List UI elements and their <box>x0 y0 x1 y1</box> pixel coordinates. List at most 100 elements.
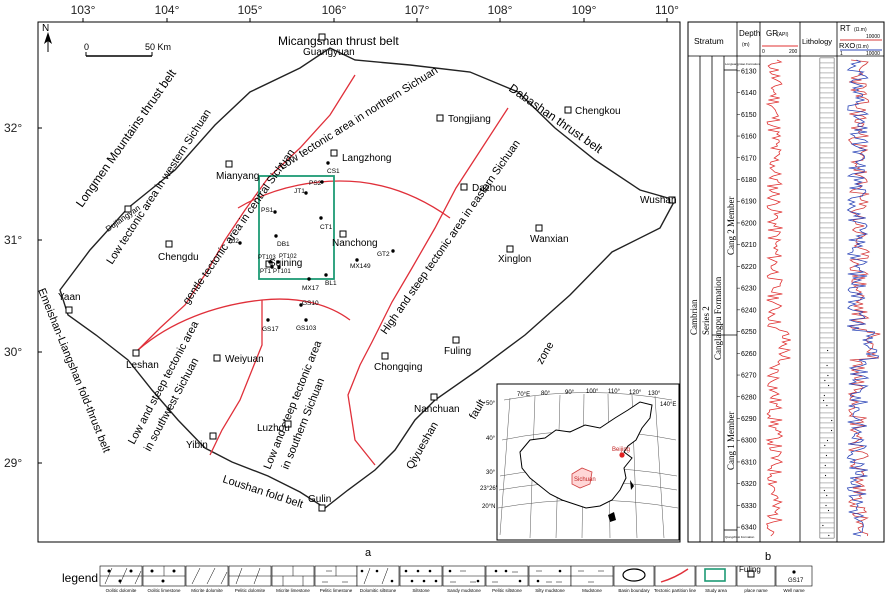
depth-label: 6210 <box>741 242 757 249</box>
depth-label: 6260 <box>741 351 757 358</box>
well-gs103: GS103 <box>296 318 317 332</box>
svg-text:JT1: JT1 <box>294 188 305 195</box>
lon-tick: 110° <box>655 3 679 17</box>
rt-curve <box>847 59 881 537</box>
well-jt1: JT1 <box>294 188 308 195</box>
inset-map-china: 70°E 80° 90° 100° 110° 120° 130° 140°E 5… <box>480 383 680 541</box>
stratum-bottom-unit: Qiongzhusi Formation <box>725 535 755 539</box>
place-leshan: Leshan <box>126 349 159 371</box>
legend-item: Silty mudstone <box>535 588 565 593</box>
legend-well-sample: GS17 <box>788 578 804 584</box>
legend-item: Oolitic limestone <box>147 588 181 593</box>
place-xinglon: Xinglon <box>498 245 531 265</box>
lon-tick: 106° <box>322 3 347 17</box>
well-gs17: GS17 <box>262 318 279 333</box>
well-ps1: PS1 <box>261 207 277 214</box>
place-guangyuan: Guangyuan <box>303 33 355 58</box>
svg-text:PS1: PS1 <box>261 207 274 214</box>
latitude-tick-labels: 32° 31° 30° 29° <box>4 121 22 470</box>
svg-text:Luzhou: Luzhou <box>257 423 290 434</box>
svg-text:Tongjiang: Tongjiang <box>448 114 491 125</box>
svg-text:PT103: PT103 <box>258 255 276 261</box>
svg-text:Gulin: Gulin <box>308 494 331 505</box>
legend-item: place name <box>744 588 768 593</box>
well-mx17: MX17 <box>302 277 319 292</box>
stratum-series: Series 2 <box>701 306 711 335</box>
header-rt-unit: (Ω.m) <box>854 27 867 33</box>
place-tongjiang: Tongjiang <box>436 114 491 125</box>
stratum-formation: Canglangpu Formation <box>713 276 723 360</box>
depth-label: 6190 <box>741 199 757 206</box>
svg-text:Chongqing: Chongqing <box>374 362 422 373</box>
depth-label: 6160 <box>741 134 757 141</box>
svg-text:GS103: GS103 <box>296 325 317 332</box>
legend-title: legend <box>62 571 98 585</box>
svg-text:90°: 90° <box>565 390 575 396</box>
place-yaan: Yaan <box>58 292 81 314</box>
header-rxo: RXO <box>839 41 855 50</box>
well-pt1: PT1 <box>260 265 274 275</box>
depth-label: 6310 <box>741 459 757 466</box>
column-panel: Stratum Depth (m) GR (API) 0 200 Litholo… <box>687 21 885 563</box>
svg-text:Nanchong: Nanchong <box>332 238 378 249</box>
svg-text:CT1: CT1 <box>320 224 333 231</box>
lon-tick: 105° <box>238 3 263 17</box>
header-stratum: Stratum <box>694 36 724 46</box>
legend-item: Pelitic limestone <box>320 588 353 593</box>
svg-text:Guangyuan: Guangyuan <box>303 47 355 58</box>
legend-item: Mudstone <box>582 588 602 593</box>
svg-text:GT2: GT2 <box>377 251 390 258</box>
header-rt: RT <box>840 24 851 33</box>
svg-text:140°E: 140°E <box>660 402 676 408</box>
svg-text:80°: 80° <box>541 391 551 397</box>
lat-tick: 30° <box>4 345 22 359</box>
place-nanchuan: Nanchuan <box>414 393 460 415</box>
rxo-scale-min: 1 <box>840 51 843 57</box>
depth-label: 6270 <box>741 373 757 380</box>
svg-text:Fuling: Fuling <box>444 346 471 357</box>
header-gr: GR <box>766 29 778 38</box>
gr-scale-max: 200 <box>789 49 798 55</box>
well-gt2: GT2 <box>377 249 395 258</box>
lat-tick: 29° <box>4 456 22 470</box>
place-wushan: Wushan <box>640 195 677 206</box>
svg-text:Dazhou: Dazhou <box>472 183 506 194</box>
legend-item: Study area <box>705 588 727 593</box>
place-nanchong: Nanchong <box>332 230 378 249</box>
rxo-curve <box>846 59 880 537</box>
legend-item: Micrite limestone <box>276 588 310 593</box>
header-lithology: Lithology <box>802 37 832 46</box>
sichuan-outline <box>571 467 593 489</box>
longitude-tick-labels: 103° 104° 105° 106° 107° 108° 109° 110° <box>71 3 680 17</box>
lat-tick: 32° <box>4 121 22 135</box>
depth-label: 6230 <box>741 286 757 293</box>
study-area <box>258 175 335 280</box>
svg-text:PS2: PS2 <box>309 180 322 187</box>
well-ct1: CT1 <box>319 216 333 231</box>
svg-text:PT102: PT102 <box>279 254 297 260</box>
legend-item: Oolitic dolomite <box>106 588 137 593</box>
panel-label-a: a <box>365 547 372 559</box>
place-fuling: Fuling <box>444 336 471 357</box>
header-rxo-unit: (Ω.m) <box>856 44 869 50</box>
svg-text:Mianyang: Mianyang <box>216 171 259 182</box>
legend-item: Siltstone <box>412 588 430 593</box>
depth-label: 6320 <box>741 481 757 488</box>
svg-text:CS1: CS1 <box>327 168 340 175</box>
svg-text:GS10: GS10 <box>302 300 319 307</box>
well-db1: DB1 <box>274 234 290 248</box>
gr-curve <box>765 59 792 537</box>
depth-label: 6340 <box>741 525 757 532</box>
depth-label: 6220 <box>741 264 757 271</box>
well-bl1: BL1 <box>324 273 337 287</box>
well-cs1: CS1 <box>326 161 340 175</box>
svg-text:PT101: PT101 <box>273 269 291 275</box>
sichuan-label: Sichuan <box>574 477 596 483</box>
belt-label-micangshan: Micangshan thrust belt <box>278 34 399 48</box>
place-chengdu: Chengdu <box>158 240 199 263</box>
lon-tick: 109° <box>572 3 597 17</box>
svg-text:130°: 130° <box>648 391 661 397</box>
place-langzhong: Langzhong <box>330 149 392 164</box>
legend-item: Tectonic partition line <box>654 588 697 593</box>
place-dazhou: Dazhou <box>460 183 506 194</box>
